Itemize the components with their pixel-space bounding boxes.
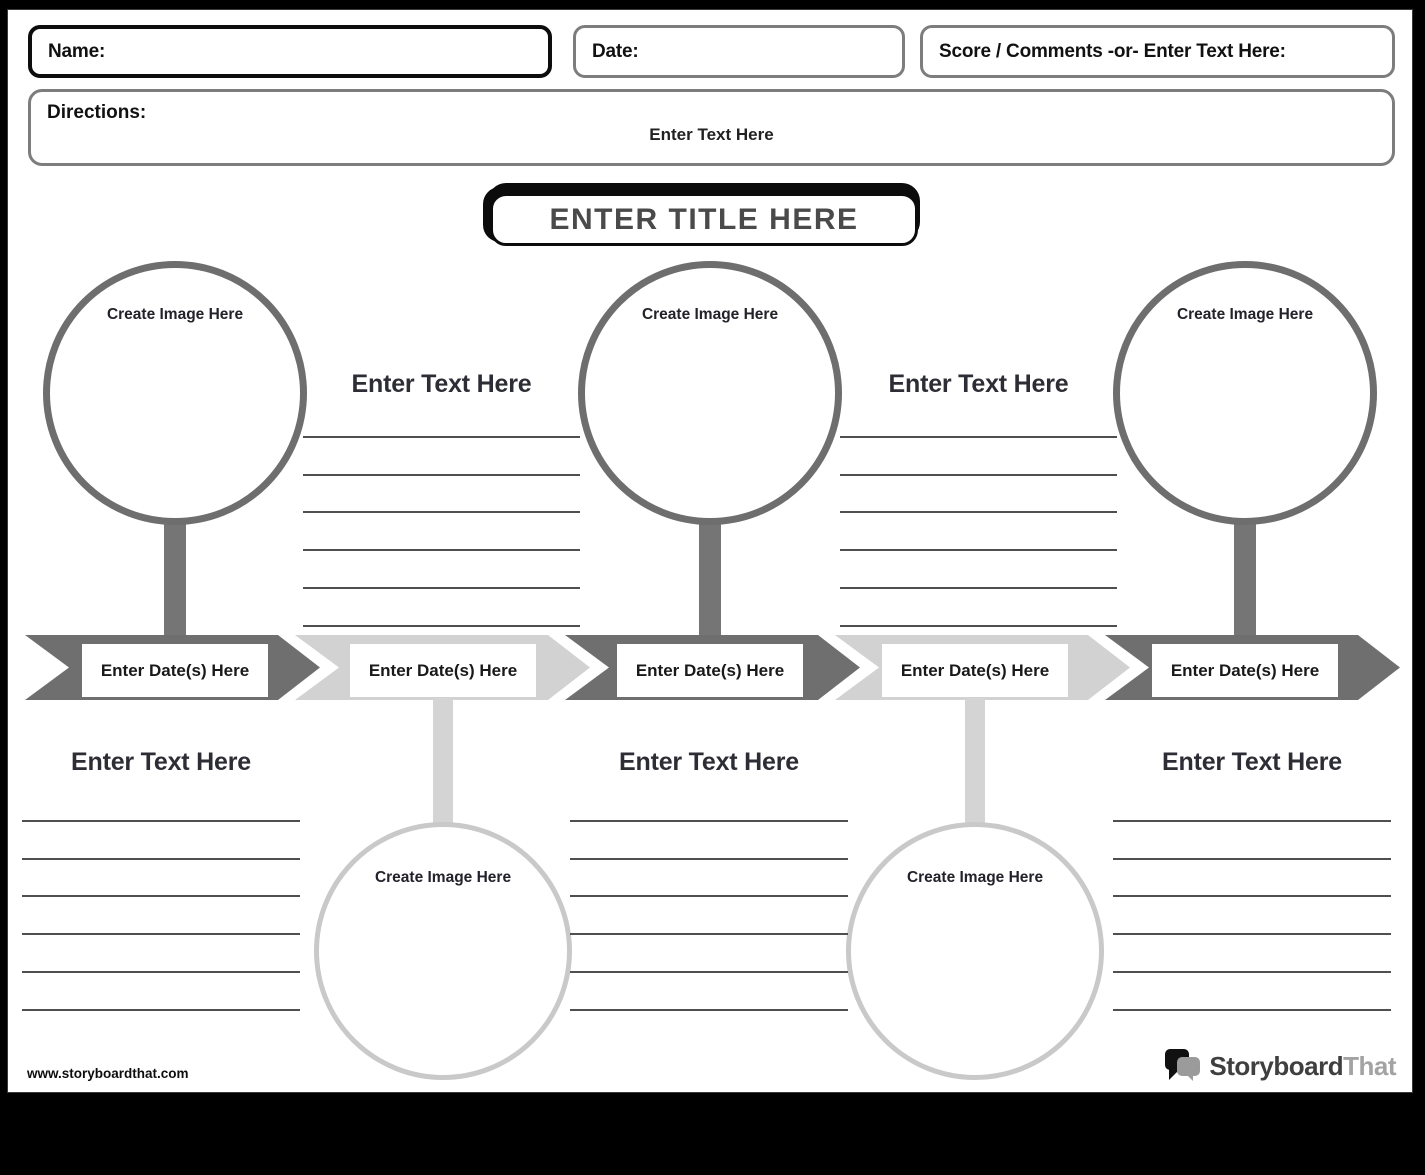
writing-line bbox=[22, 971, 300, 973]
writing-line bbox=[1113, 933, 1391, 935]
writing-line bbox=[570, 933, 848, 935]
writing-lines-event-1[interactable] bbox=[22, 820, 300, 1025]
image-placeholder-label: Create Image Here bbox=[106, 306, 244, 323]
image-placeholder-label: Create Image Here bbox=[906, 869, 1044, 886]
date-field-event-2[interactable]: Enter Date(s) Here bbox=[350, 644, 536, 697]
text-heading-event-1: Enter Text Here bbox=[71, 748, 251, 776]
text-heading-event-4: Enter Text Here bbox=[888, 370, 1069, 398]
writing-line bbox=[303, 436, 580, 438]
directions-field[interactable]: Directions: Enter Text Here bbox=[28, 89, 1395, 166]
date-field[interactable]: Date: bbox=[573, 25, 905, 78]
writing-line bbox=[303, 587, 580, 589]
logo-text-storyboard: Storyboard bbox=[1209, 1050, 1344, 1081]
writing-line bbox=[1113, 971, 1391, 973]
writing-line bbox=[1113, 895, 1391, 897]
writing-lines-event-5[interactable] bbox=[1113, 820, 1391, 1025]
image-placeholder-label: Create Image Here bbox=[1176, 306, 1314, 323]
writing-line bbox=[1113, 820, 1391, 822]
writing-line bbox=[840, 436, 1117, 438]
writing-line bbox=[840, 549, 1117, 551]
connector-event-5 bbox=[1234, 510, 1256, 638]
name-label: Name: bbox=[48, 40, 106, 62]
text-heading-event-3: Enter Text Here bbox=[619, 748, 799, 776]
image-placeholder-event-3[interactable]: Create Image Here bbox=[578, 261, 842, 525]
writing-line bbox=[1113, 1009, 1391, 1011]
writing-line bbox=[840, 474, 1117, 476]
writing-line bbox=[22, 820, 300, 822]
writing-line bbox=[22, 1009, 300, 1011]
writing-line bbox=[303, 511, 580, 513]
writing-line bbox=[570, 1009, 848, 1011]
title-field[interactable]: ENTER TITLE HERE bbox=[490, 193, 918, 246]
connector-event-2 bbox=[433, 698, 453, 833]
page-title: ENTER TITLE HERE bbox=[549, 202, 859, 236]
writing-line bbox=[570, 820, 848, 822]
name-field[interactable]: Name: bbox=[28, 25, 552, 78]
writing-lines-event-3[interactable] bbox=[570, 820, 848, 1025]
writing-line bbox=[1113, 858, 1391, 860]
writing-lines-event-2[interactable] bbox=[303, 436, 580, 641]
writing-line bbox=[840, 625, 1117, 627]
image-placeholder-label: Create Image Here bbox=[641, 306, 779, 323]
image-placeholder-event-5[interactable]: Create Image Here bbox=[1113, 261, 1377, 525]
writing-line bbox=[570, 971, 848, 973]
writing-line bbox=[303, 625, 580, 627]
date-field-event-4[interactable]: Enter Date(s) Here bbox=[882, 644, 1068, 697]
writing-line bbox=[22, 858, 300, 860]
speech-bubbles-icon bbox=[1165, 1049, 1201, 1081]
worksheet-page: Name: Date: Score / Comments -or- Enter … bbox=[7, 9, 1413, 1093]
writing-line bbox=[303, 474, 580, 476]
directions-placeholder: Enter Text Here bbox=[649, 125, 774, 144]
writing-line bbox=[22, 895, 300, 897]
text-heading-event-5: Enter Text Here bbox=[1162, 748, 1342, 776]
connector-event-3 bbox=[699, 510, 721, 638]
date-field-event-1[interactable]: Enter Date(s) Here bbox=[82, 644, 268, 697]
storyboardthat-logo: StoryboardThat bbox=[1163, 1048, 1396, 1084]
writing-lines-event-4[interactable] bbox=[840, 436, 1117, 641]
connector-event-1 bbox=[164, 510, 186, 638]
date-field-event-3[interactable]: Enter Date(s) Here bbox=[617, 644, 803, 697]
writing-line bbox=[22, 933, 300, 935]
writing-line bbox=[840, 511, 1117, 513]
writing-line bbox=[570, 895, 848, 897]
date-label: Date: bbox=[592, 40, 639, 62]
image-placeholder-label: Create Image Here bbox=[374, 869, 512, 886]
image-placeholder-event-1[interactable]: Create Image Here bbox=[43, 261, 307, 525]
image-placeholder-event-2[interactable]: Create Image Here bbox=[314, 822, 572, 1080]
score-label: Score / Comments -or- Enter Text Here: bbox=[939, 40, 1286, 62]
logo-wordmark: StoryboardThat bbox=[1209, 1051, 1396, 1082]
date-field-event-5[interactable]: Enter Date(s) Here bbox=[1152, 644, 1338, 697]
text-heading-event-2: Enter Text Here bbox=[351, 370, 532, 398]
website-url: www.storyboardthat.com bbox=[27, 1066, 189, 1081]
directions-label: Directions: bbox=[47, 102, 147, 123]
logo-text-that: That bbox=[1343, 1050, 1396, 1081]
connector-event-4 bbox=[965, 698, 985, 833]
score-comments-field[interactable]: Score / Comments -or- Enter Text Here: bbox=[920, 25, 1395, 78]
writing-line bbox=[570, 858, 848, 860]
writing-line bbox=[303, 549, 580, 551]
writing-line bbox=[840, 587, 1117, 589]
image-placeholder-event-4[interactable]: Create Image Here bbox=[846, 822, 1104, 1080]
